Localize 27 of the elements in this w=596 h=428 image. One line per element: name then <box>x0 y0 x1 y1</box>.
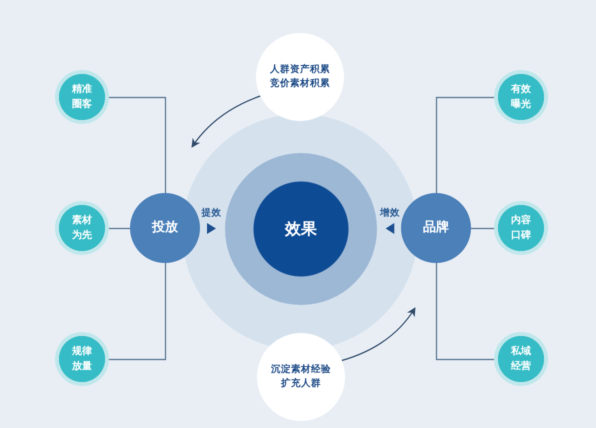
edge-label: 增效 <box>380 206 400 218</box>
tag-circle <box>55 70 109 124</box>
curved-arrow <box>191 95 261 148</box>
edge-label: 提效 <box>202 206 222 218</box>
node-label: 竞价素材积累 <box>270 77 330 91</box>
node-label: 投放 <box>152 220 178 236</box>
arrow-triangle <box>386 223 394 234</box>
connector-line <box>109 96 166 193</box>
node-label: 素材为先 <box>71 214 93 243</box>
node-label: 有效曝光 <box>510 82 532 112</box>
node-label: 内容口碑 <box>510 213 532 243</box>
node-label: 效果 <box>285 218 317 240</box>
node-label: 扩充人群 <box>281 377 321 391</box>
node-label: 沉淀素材经验 <box>271 362 331 377</box>
connector-line <box>109 228 130 230</box>
connector-line <box>436 96 494 193</box>
curved-arrow <box>342 307 416 362</box>
tag-circle <box>55 201 109 255</box>
arrow-triangle <box>207 223 216 234</box>
connector-line <box>471 228 494 230</box>
node-label: 品牌 <box>423 220 449 236</box>
node-label: 规律放量 <box>71 344 93 374</box>
connector-line <box>436 263 494 360</box>
node-label: 私域经营 <box>510 344 532 374</box>
node-label: 人群资产积累 <box>270 62 330 77</box>
connector-line <box>109 263 166 360</box>
node-label: 精准圈客 <box>71 82 93 112</box>
